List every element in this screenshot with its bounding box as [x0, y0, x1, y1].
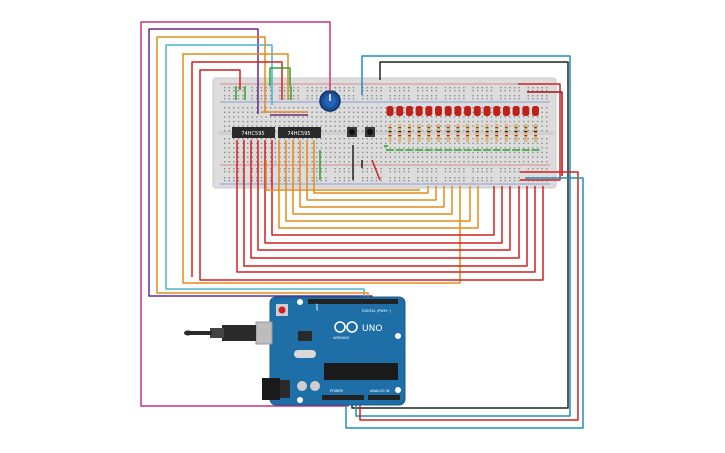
led[interactable] [424, 106, 433, 151]
resistor [534, 124, 537, 142]
shift-register-ic-right[interactable]: 74HC595 [278, 127, 321, 138]
led[interactable] [473, 106, 482, 151]
led[interactable] [531, 106, 540, 151]
analog-header[interactable] [368, 395, 400, 400]
capacitor [310, 381, 320, 391]
resistor [407, 124, 411, 142]
resistor [388, 124, 392, 142]
resistor [437, 124, 440, 142]
uno-label: UNO [362, 324, 382, 334]
arduino-uno[interactable]: UNO ARDUINO DIGITAL (PWM~) AREF POWER AN… [184, 296, 406, 406]
led[interactable] [521, 106, 530, 151]
led[interactable] [512, 106, 521, 151]
usb-port [184, 321, 273, 345]
capacitor [297, 381, 307, 391]
reset-button[interactable] [276, 304, 288, 316]
resistor [427, 124, 431, 142]
arduino-logo [334, 321, 358, 333]
resistor [514, 124, 518, 142]
resistor [504, 124, 508, 142]
resistor [398, 124, 402, 142]
resistor [456, 124, 460, 142]
breadboard-holes [224, 87, 548, 182]
resistor [485, 124, 489, 142]
resistor [524, 124, 528, 142]
push-button-right[interactable] [365, 127, 375, 137]
ic-right-label: 74HC595 [287, 131, 310, 137]
shift-register-ic-left[interactable]: 74HC595 [232, 127, 275, 138]
power-jack [262, 378, 290, 400]
analog-label: ANALOG IN [370, 389, 390, 393]
digital-header[interactable] [308, 299, 398, 304]
power-label: POWER [330, 389, 344, 393]
led[interactable] [453, 106, 462, 151]
led[interactable] [463, 106, 472, 151]
ic-left-label: 74HC595 [241, 131, 264, 137]
breadboard-jumpers [235, 86, 388, 181]
led-array [386, 106, 540, 151]
potentiometer[interactable] [319, 90, 341, 112]
breadboard[interactable] [212, 77, 557, 189]
crystal-oscillator [294, 350, 316, 358]
resistor [417, 124, 421, 142]
led[interactable] [395, 106, 404, 151]
led[interactable] [386, 106, 394, 151]
led[interactable] [434, 106, 443, 151]
arduino-brand-label: ARDUINO [333, 336, 350, 340]
atmega-chip [324, 363, 398, 380]
resistor [466, 124, 470, 142]
usb-chip [298, 331, 312, 341]
resistor [475, 124, 479, 142]
aref-label: AREF [315, 303, 319, 311]
push-button-left[interactable] [347, 127, 357, 137]
resistor [446, 124, 450, 142]
led[interactable] [502, 106, 511, 151]
led[interactable] [492, 106, 501, 151]
resistor [495, 124, 499, 142]
power-header[interactable] [322, 395, 364, 400]
led[interactable] [444, 106, 453, 151]
led[interactable] [405, 106, 414, 151]
led[interactable] [483, 106, 491, 151]
digital-label: DIGITAL (PWM~) [362, 309, 392, 313]
led[interactable] [415, 106, 424, 151]
